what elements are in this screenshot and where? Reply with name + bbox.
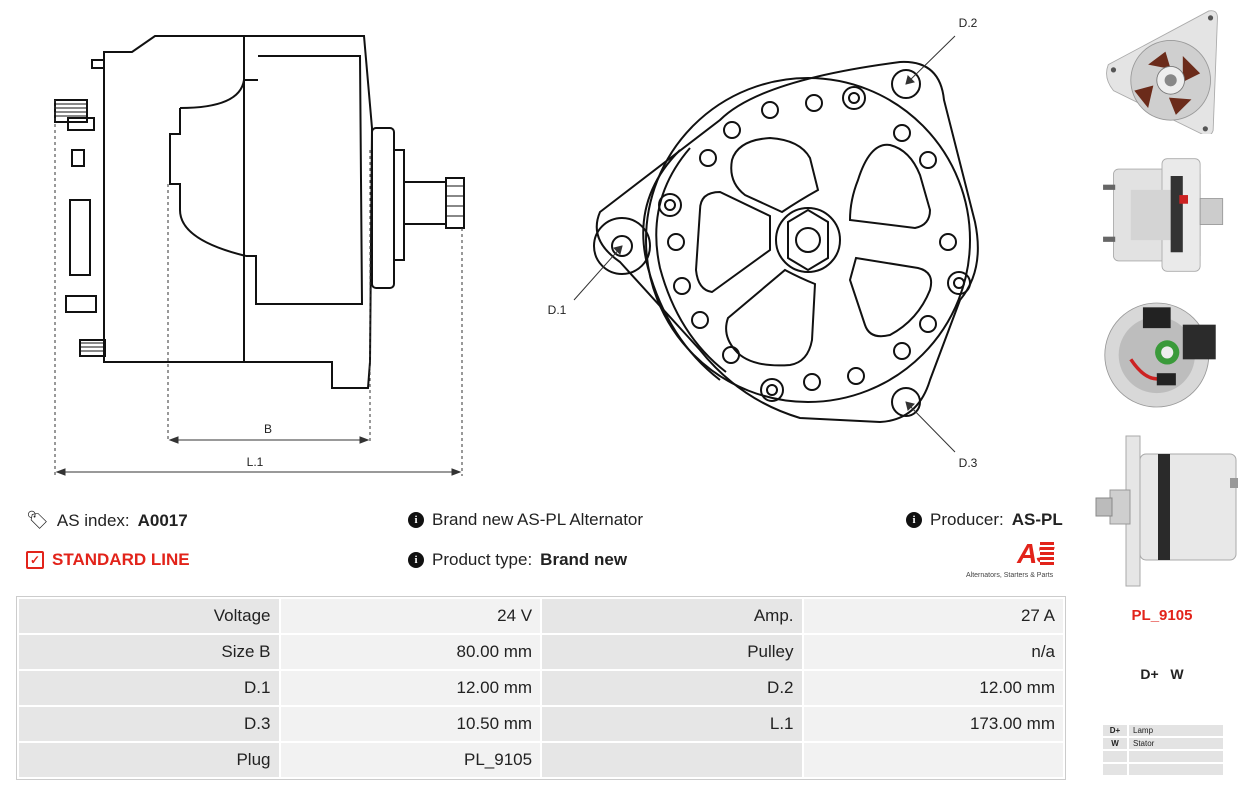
spec-label: Plug: [19, 743, 279, 777]
legend-key: [1103, 764, 1127, 775]
spec-value: 12.00 mm: [803, 671, 1063, 705]
info-icon: i: [906, 512, 922, 528]
legend-value: Stator: [1129, 738, 1223, 749]
producer: i Producer: AS-PL: [906, 510, 1063, 530]
spec-value: 24 V: [280, 599, 541, 633]
info-icon: i: [408, 552, 424, 568]
spec-value: 80.00 mm: [280, 635, 541, 669]
side-view-drawing: B L.1: [54, 35, 465, 476]
spec-value: 173.00 mm: [803, 707, 1063, 741]
spec-label: D.3: [19, 707, 279, 741]
spec-value: 10.50 mm: [280, 707, 541, 741]
product-type-label: Product type:: [432, 550, 533, 569]
spec-value: 12.00 mm: [280, 671, 541, 705]
d3-label: D.3: [959, 456, 978, 470]
as-index: 🏷 AS index: A0017: [26, 510, 188, 531]
d1-label: D.1: [548, 303, 567, 317]
legend-key: D+: [1103, 725, 1127, 736]
d2-label: D.2: [959, 16, 978, 30]
spec-label: D.2: [542, 671, 802, 705]
spec-value: 27 A: [803, 599, 1063, 633]
as-pl-logo: AS Alternators, Starters & Parts: [966, 538, 1068, 582]
info-icon: i: [408, 512, 424, 528]
dim-l1-label: L.1: [247, 455, 264, 469]
spec-value: PL_9105: [280, 743, 541, 777]
plug-code: PL_9105: [1131, 607, 1193, 624]
producer-value: AS-PL: [1011, 510, 1063, 529]
standard-line: ✓ STANDARD LINE: [26, 550, 190, 570]
checkbox-icon: ✓: [26, 551, 44, 569]
spec-label: L.1: [542, 707, 802, 741]
product-type: i Product type: Brand new: [408, 550, 627, 570]
producer-label: Producer:: [930, 510, 1004, 529]
spec-label: Amp.: [542, 599, 802, 633]
legend-row: [1103, 751, 1223, 762]
legend-row: [1103, 764, 1223, 775]
legend-row: D+Lamp: [1103, 725, 1223, 736]
spec-label: [542, 743, 802, 777]
spec-label: Voltage: [19, 599, 279, 633]
legend-value: Lamp: [1129, 725, 1223, 736]
spec-value: n/a: [803, 635, 1063, 669]
front-view-drawing: D.2 D.1 D.3: [548, 16, 979, 470]
description: i Brand new AS-PL Alternator: [408, 510, 643, 530]
legend-value: [1129, 751, 1223, 762]
dim-b-label: B: [264, 422, 272, 436]
product-type-value: Brand new: [540, 550, 628, 569]
product-photo-rear[interactable]: [1086, 290, 1238, 420]
product-photo-side-2[interactable]: [1086, 430, 1238, 590]
spec-value: [803, 743, 1063, 777]
logo-tagline: Alternators, Starters & Parts: [966, 572, 1054, 579]
standard-line-label: STANDARD LINE: [52, 550, 190, 569]
tags-icon: 🏷: [26, 510, 49, 530]
spec-label: D.1: [19, 671, 279, 705]
description-text: Brand new AS-PL Alternator: [432, 510, 644, 529]
legend-value: [1129, 764, 1223, 775]
product-photo-side[interactable]: [1086, 150, 1238, 280]
legend-key: [1103, 751, 1127, 762]
product-photo-front[interactable]: [1086, 4, 1238, 134]
legend-key: W: [1103, 738, 1127, 749]
spec-label: Pulley: [542, 635, 802, 669]
logo-stripes: [1040, 542, 1054, 566]
as-index-label: AS index:: [56, 510, 130, 530]
plug-terminals: D+ W: [1140, 666, 1184, 682]
spec-label: Size B: [19, 635, 279, 669]
as-index-value: A0017: [137, 510, 188, 530]
